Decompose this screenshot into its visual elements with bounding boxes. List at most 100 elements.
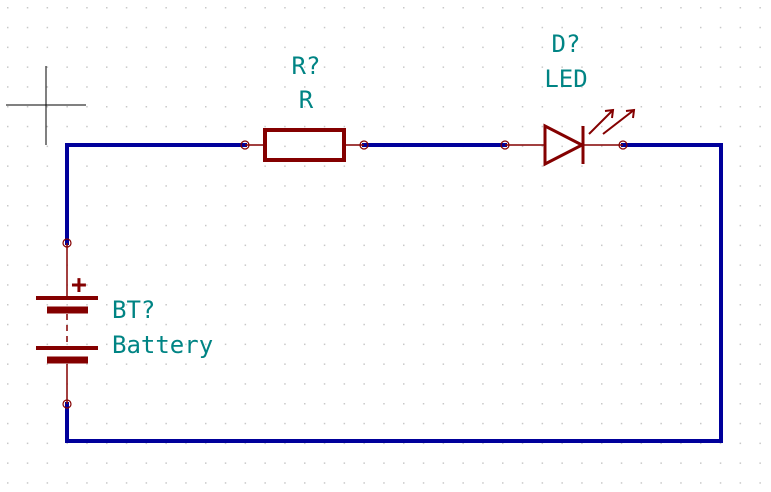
grid-dot bbox=[224, 482, 227, 484]
grid-dot bbox=[700, 125, 702, 128]
grid-dot bbox=[106, 46, 108, 49]
grid-dot bbox=[145, 323, 148, 326]
grid-dot bbox=[700, 482, 702, 484]
grid-dot bbox=[482, 422, 484, 425]
led-reference-label[interactable]: D? bbox=[552, 30, 581, 58]
grid-dot bbox=[700, 403, 702, 405]
grid-dot bbox=[244, 205, 247, 207]
grid-dot bbox=[284, 185, 286, 187]
grid-dot bbox=[125, 482, 128, 484]
grid-dot bbox=[502, 383, 504, 385]
grid-dot bbox=[244, 224, 247, 227]
resistor-reference-label[interactable]: R? bbox=[292, 52, 321, 80]
grid-dot bbox=[363, 185, 365, 187]
grid-dot bbox=[46, 482, 49, 484]
grid-dot bbox=[224, 86, 227, 88]
grid-dot bbox=[363, 264, 365, 266]
grid-dot bbox=[165, 323, 167, 326]
grid-dot bbox=[145, 86, 148, 88]
grid-dot bbox=[640, 224, 643, 227]
grid-dot bbox=[581, 284, 583, 286]
grid-dot bbox=[422, 165, 425, 167]
grid-dot bbox=[719, 106, 722, 108]
grid-dot bbox=[7, 383, 9, 385]
battery-symbol[interactable] bbox=[36, 238, 98, 409]
grid-dot bbox=[680, 185, 682, 187]
grid-dot bbox=[125, 46, 128, 49]
grid-dot bbox=[26, 264, 29, 266]
grid-dot bbox=[541, 86, 544, 88]
grid-dot bbox=[46, 224, 49, 227]
wire-right-loop bbox=[65, 143, 723, 443]
grid-dot bbox=[145, 304, 148, 306]
led-symbol[interactable] bbox=[500, 108, 636, 167]
grid-dot bbox=[343, 422, 346, 425]
grid-dot bbox=[403, 363, 405, 365]
grid-dot bbox=[620, 125, 623, 128]
grid-dot bbox=[106, 482, 108, 484]
grid-dot bbox=[462, 224, 464, 227]
grid-dot bbox=[739, 264, 742, 266]
grid-dot bbox=[581, 224, 583, 227]
grid-dot bbox=[640, 343, 643, 346]
grid-dot bbox=[561, 66, 563, 68]
grid-dot bbox=[601, 185, 603, 187]
grid-dot bbox=[26, 343, 29, 346]
grid-dot bbox=[680, 26, 682, 29]
grid-dot bbox=[304, 224, 306, 227]
grid-dot bbox=[205, 462, 207, 464]
grid-dot bbox=[46, 304, 49, 306]
grid-dot bbox=[521, 224, 524, 227]
resistor-symbol[interactable] bbox=[240, 128, 369, 162]
grid-dot bbox=[284, 323, 286, 326]
resistor-value-label[interactable]: R bbox=[299, 86, 314, 114]
grid-dot bbox=[700, 244, 702, 247]
grid-dot bbox=[165, 46, 167, 49]
grid-dot bbox=[482, 403, 484, 405]
grid-dot bbox=[304, 284, 306, 286]
grid-dot bbox=[145, 185, 148, 187]
grid-dot bbox=[640, 264, 643, 266]
grid-dot bbox=[284, 86, 286, 88]
grid-dot bbox=[620, 442, 623, 445]
grid-dot bbox=[363, 86, 365, 88]
grid-dot bbox=[482, 462, 484, 464]
grid-dot bbox=[422, 46, 425, 49]
grid-dot bbox=[739, 482, 742, 484]
grid-dot bbox=[383, 284, 385, 286]
grid-dot bbox=[462, 244, 464, 247]
grid-dot bbox=[620, 46, 623, 49]
grid-dot bbox=[739, 363, 742, 365]
grid-dot bbox=[264, 304, 266, 306]
grid-dot bbox=[46, 403, 49, 405]
grid-dot bbox=[680, 403, 682, 405]
grid-dot bbox=[660, 165, 662, 167]
grid-dot bbox=[383, 323, 385, 326]
grid-dot bbox=[185, 205, 187, 207]
grid-dot bbox=[145, 165, 148, 167]
grid-dot bbox=[422, 26, 425, 29]
led-emission-arrows-icon bbox=[588, 108, 636, 135]
grid-dot bbox=[581, 462, 583, 464]
led-value-label[interactable]: LED bbox=[544, 65, 587, 93]
grid-dot bbox=[66, 442, 68, 445]
grid-dot bbox=[125, 86, 128, 88]
grid-dot bbox=[700, 323, 702, 326]
grid-dot bbox=[343, 442, 346, 445]
battery-reference-label[interactable]: BT? bbox=[112, 296, 155, 324]
grid-dot bbox=[759, 422, 761, 425]
grid-dot bbox=[739, 442, 742, 445]
grid-dot bbox=[403, 66, 405, 68]
grid-dot bbox=[640, 106, 643, 108]
grid-dot bbox=[383, 125, 385, 128]
grid-dot bbox=[541, 145, 544, 148]
grid-dot bbox=[244, 46, 247, 49]
grid-dot bbox=[284, 244, 286, 247]
grid-dot bbox=[442, 244, 445, 247]
battery-value-label[interactable]: Battery bbox=[112, 331, 213, 359]
grid-dot bbox=[106, 66, 108, 68]
grid-dot bbox=[343, 284, 346, 286]
grid-dot bbox=[442, 462, 445, 464]
led-pin-anode bbox=[500, 140, 510, 150]
